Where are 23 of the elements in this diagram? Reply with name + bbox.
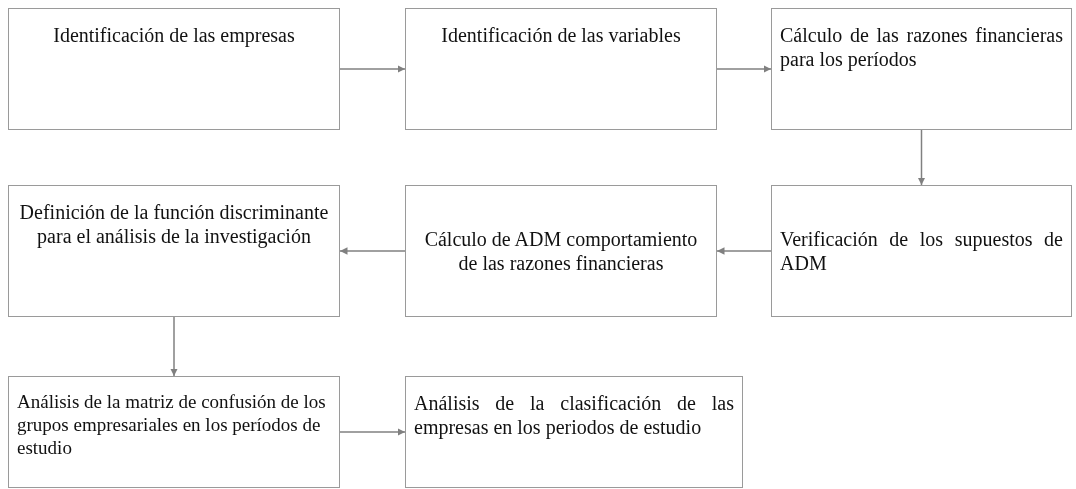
process-box — [8, 376, 340, 488]
box-text: Análisis de la clasificación de las empresas en los periodos de estudio — [414, 391, 734, 439]
arrow — [170, 316, 178, 377]
process-box — [771, 185, 1072, 317]
process-box — [405, 376, 743, 488]
box-text: Cálculo de las razones financieras para los períodos — [780, 23, 1063, 71]
box-text: Definición de la función discriminante para el análisis de la investigación — [18, 200, 330, 248]
arrow — [339, 65, 406, 73]
box-text: Verificación de los supuestos de ADM — [780, 227, 1063, 275]
arrow — [339, 247, 406, 255]
box-text: Análisis de la matriz de confusión de los grupos empresariales en los períodos de estudio — [17, 391, 327, 460]
process-box — [771, 8, 1072, 130]
arrow — [716, 247, 772, 255]
arrow — [917, 129, 926, 186]
box-text: Cálculo de ADM comportamiento de las razones financieras — [423, 227, 699, 275]
process-box — [405, 8, 717, 130]
box-text: Identificación de las variables — [440, 23, 682, 47]
process-box — [8, 8, 340, 130]
box-text: Identificación de las empresas — [52, 23, 296, 47]
process-box — [405, 185, 717, 317]
arrow — [339, 428, 406, 436]
process-box — [8, 185, 340, 317]
arrow — [716, 65, 772, 73]
